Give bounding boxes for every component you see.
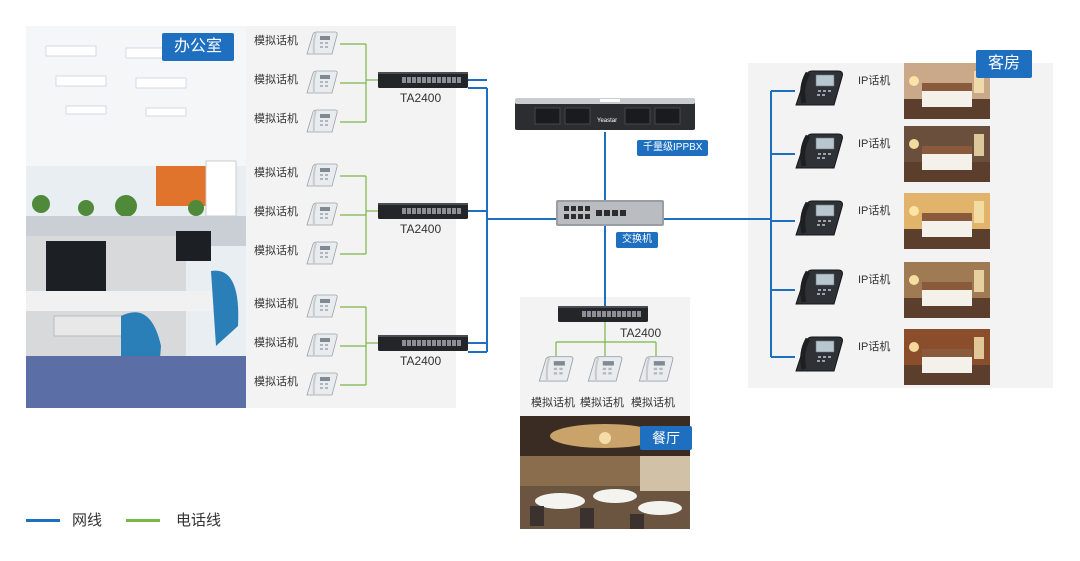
- analog-phone-icon: [304, 108, 340, 141]
- gateway-label: TA2400: [400, 222, 442, 236]
- analog-phone-label: 模拟话机: [254, 113, 298, 125]
- analog-phone-icon: [304, 69, 340, 102]
- analog-phone-icon: [304, 332, 340, 365]
- guest-room-photo: [904, 329, 990, 385]
- network-switch: [556, 200, 664, 226]
- restaurant-photo: [520, 416, 690, 529]
- legend-phone-swatch: [126, 519, 160, 522]
- ip-phone-label: IP话机: [858, 274, 891, 286]
- analog-phone-icon: [304, 30, 340, 63]
- restaurant-tag: 餐厅: [640, 426, 692, 450]
- ip-phone-icon: [792, 268, 848, 313]
- ta2400-gateway: [378, 72, 468, 93]
- office-tag: 办公室: [162, 33, 235, 61]
- analog-phone-icon: [304, 201, 340, 234]
- analog-phone-label: 模拟话机: [254, 206, 298, 218]
- analog-phone-label: 模拟话机: [254, 35, 298, 47]
- analog-phone-icon: [304, 162, 340, 195]
- ta2400-gateway: [558, 306, 648, 327]
- ip-phone-icon: [792, 199, 848, 244]
- pbx-brand-label: Yeastar: [597, 118, 618, 124]
- analog-phone-label: 模拟话机: [254, 245, 298, 257]
- guest-room-photo: [904, 262, 990, 318]
- analog-phone-icon: [304, 240, 340, 273]
- analog-phone-label: 模拟话机: [254, 167, 298, 179]
- gateway-label: TA2400: [620, 326, 662, 340]
- gateway-label: TA2400: [400, 354, 442, 368]
- legend-phone-label: 电话线: [176, 512, 222, 529]
- analog-phone-label: 模拟话机: [254, 298, 298, 310]
- analog-phone-icon: [304, 293, 340, 326]
- analog-phone-icon: [304, 371, 340, 404]
- legend-network-label: 网线: [72, 512, 103, 529]
- ip-phone-icon: [792, 132, 848, 177]
- analog-phone-label: 模拟话机: [254, 376, 298, 388]
- office-photo: [26, 26, 246, 408]
- guest-rooms-tag: 客房: [976, 50, 1033, 78]
- analog-phone-icon: [636, 354, 676, 391]
- ip-phone-label: IP话机: [858, 205, 891, 217]
- analog-phone-label: 模拟话机: [580, 397, 624, 409]
- ip-phone-label: IP话机: [858, 75, 891, 87]
- ip-phone-label: IP话机: [858, 138, 891, 150]
- analog-phone-label: 模拟话机: [531, 397, 575, 409]
- guest-room-photo: [904, 193, 990, 249]
- switch-tag: 交换机: [616, 232, 658, 248]
- analog-phone-label: 模拟话机: [254, 74, 298, 86]
- ip-phone-icon: [792, 335, 848, 380]
- gateway-label: TA2400: [400, 91, 442, 105]
- ip-phone-icon: [792, 69, 848, 114]
- analog-phone-label: 模拟话机: [631, 397, 675, 409]
- analog-phone-icon: [536, 354, 576, 391]
- ip-phone-label: IP话机: [858, 341, 891, 353]
- analog-phone-label: 模拟话机: [254, 337, 298, 349]
- pbx-server: Yeastar: [515, 96, 695, 132]
- ta2400-gateway: [378, 203, 468, 224]
- pbx-tag: 千量级IPPBX: [637, 140, 709, 156]
- legend-network-swatch: [26, 519, 60, 522]
- analog-phone-icon: [585, 354, 625, 391]
- guest-room-photo: [904, 63, 990, 119]
- guest-room-photo: [904, 126, 990, 182]
- ta2400-gateway: [378, 335, 468, 356]
